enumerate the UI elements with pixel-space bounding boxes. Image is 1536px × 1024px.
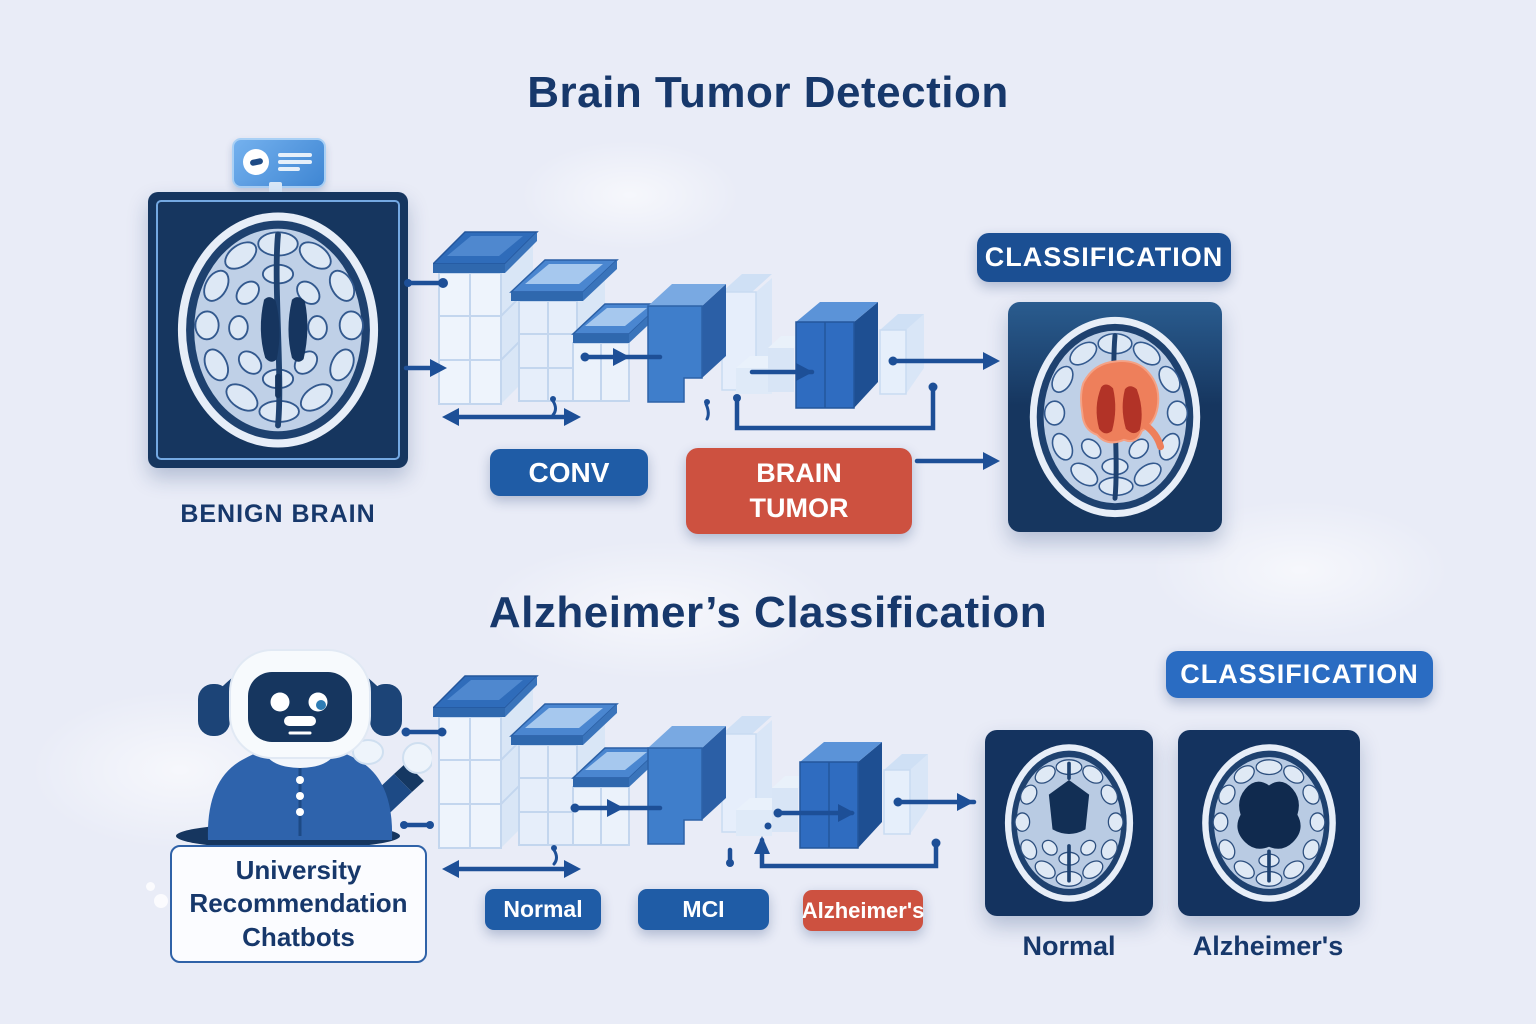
input-mri-inner-border (156, 200, 400, 460)
output-mri-normal-frame (985, 730, 1153, 916)
stage-pill-mci: MCI (638, 889, 769, 930)
ventricle (1237, 781, 1301, 849)
tumor-region (1080, 360, 1165, 451)
cnn-feature-blocks-2 (647, 274, 786, 403)
chat-bubble-dot (146, 882, 155, 891)
robot-hand (352, 739, 384, 765)
robot-face-screen (248, 672, 352, 742)
cnn-feature-blocks-1b (433, 675, 663, 849)
cnn-feature-blocks-3b (772, 742, 928, 849)
input-mri-frame (148, 192, 408, 468)
chatbot-caption-box: University Recommendation Chatbots (170, 845, 427, 963)
cnn-feature-blocks-2b (647, 716, 786, 845)
brain-mri-icon (177, 212, 379, 448)
background-glow (480, 540, 840, 680)
robot-eyes (270, 692, 328, 712)
id-card-line (278, 167, 300, 171)
conv-label-pill: CONV (490, 449, 648, 496)
stage-pill-alzheimers: Alzheimer's (802, 890, 924, 931)
gyri (1014, 759, 1124, 887)
brain-tumor-label-pill: BRAIN TUMOR (686, 448, 912, 534)
bright-slab (647, 284, 726, 403)
cnn-feature-blocks-1 (433, 231, 663, 405)
ventricle (1048, 779, 1090, 834)
chat-bubble-dot (154, 894, 168, 908)
brain-mri-alzheimers-icon (1202, 744, 1336, 902)
stage-pill-normal: Normal (485, 889, 601, 930)
classification-badge-top: CLASSIFICATION (977, 233, 1231, 282)
column-1 (433, 675, 539, 849)
robot-mouth (284, 716, 316, 735)
bottom-section-title: Alzheimer’s Classification (488, 588, 1048, 637)
bright-slab (799, 742, 882, 849)
output-label-alzheimers: Alzheimer's (1192, 931, 1344, 961)
headphone-cup-right (370, 684, 402, 736)
gyri (1212, 759, 1326, 887)
input-image-label: BENIGN BRAIN (180, 500, 376, 528)
output-mri-tumor-frame (1008, 302, 1222, 532)
id-card-line (278, 153, 312, 157)
column-3 (571, 747, 663, 846)
id-card-line (278, 160, 312, 164)
bright-slab (795, 302, 878, 409)
output-label-normal: Normal (1022, 931, 1116, 961)
classification-badge-bottom: CLASSIFICATION (1166, 651, 1433, 698)
bright-slab (647, 726, 726, 845)
brain-mri-tumor-icon (1029, 316, 1201, 518)
top-section-title: Brain Tumor Detection (527, 68, 1009, 117)
output-mri-alzheimers-frame (1178, 730, 1360, 916)
pale-slab (879, 314, 924, 395)
brain-mri-normal-icon (1004, 744, 1134, 902)
gyri (194, 231, 364, 423)
id-card-icon (232, 138, 326, 188)
cnn-feature-blocks-3 (768, 302, 924, 409)
id-card-stem (269, 182, 282, 195)
background-glow (520, 140, 740, 250)
headphone-cup-left (198, 684, 230, 736)
pale-slab (883, 754, 928, 835)
robot-buttons (296, 768, 304, 836)
robot-chatbot-icon (176, 649, 432, 849)
